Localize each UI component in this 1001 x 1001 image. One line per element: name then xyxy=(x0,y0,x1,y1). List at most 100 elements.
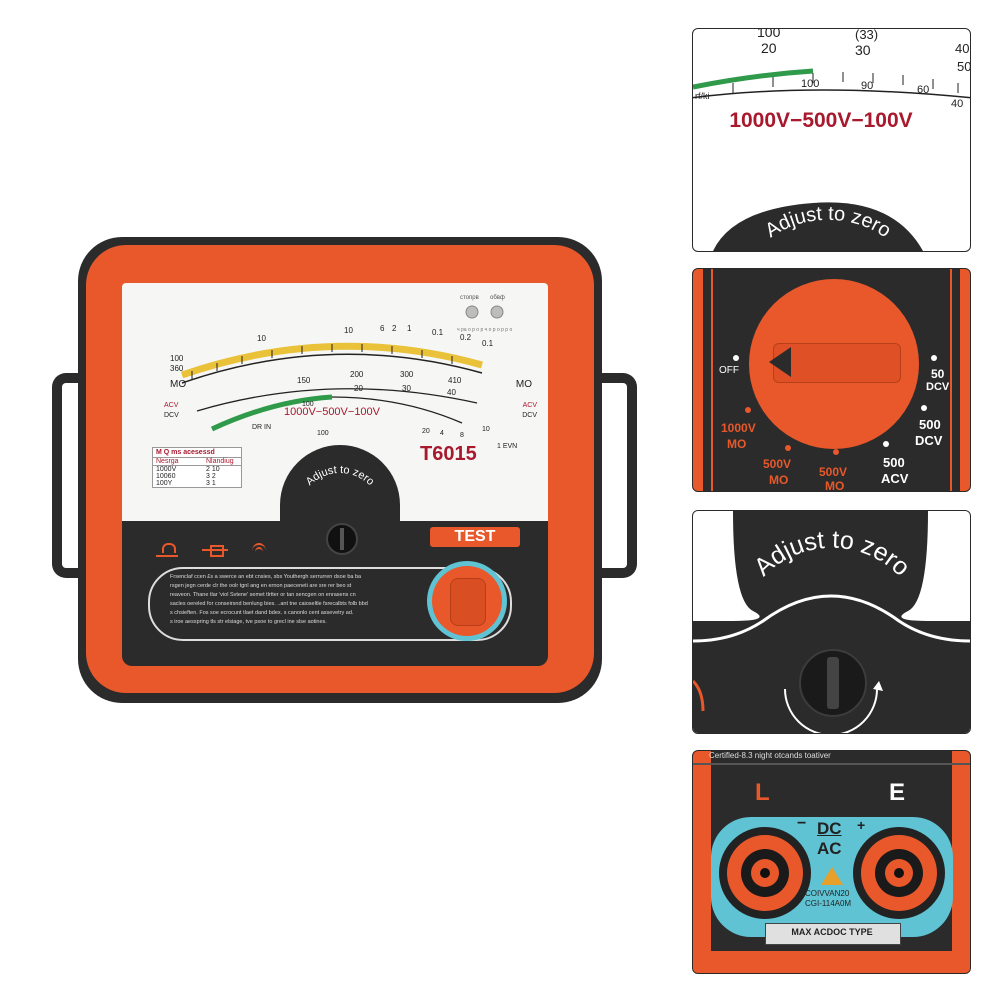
top-tick-3: 6 xyxy=(380,324,385,333)
indicator-label-1: cтопрв xyxy=(460,295,479,301)
top-tick-2: 10 xyxy=(344,326,353,335)
zoom-num: 40 xyxy=(951,98,963,110)
zoom-num: 60 xyxy=(917,84,929,96)
terminal-cert1: COIVVAN20 xyxy=(805,889,850,898)
terminal-cert2: CGI-114A0M xyxy=(805,899,852,908)
inner-tick-5: 8 xyxy=(460,432,464,439)
terminal-minus: − xyxy=(797,815,807,832)
instruction-line: s chsieften. Fos soe ecrocunt tlaet dand… xyxy=(170,610,354,616)
scale-right-unit: MO xyxy=(516,379,532,390)
top-tick-7: 0.2 xyxy=(460,333,472,342)
dial-1000-mo-unit: MO xyxy=(727,437,747,451)
mid-tick-1: 150 xyxy=(297,376,311,385)
spec-cell: 1000V xyxy=(156,466,177,473)
zoom-adjust-panel: Adjust to zero xyxy=(692,510,971,734)
dial-500-acv-unit: ACV xyxy=(881,471,909,486)
spec-header-2: Nlandiug xyxy=(206,458,234,465)
indicator-label-2: обвф xyxy=(490,295,505,301)
terminal-e-socket[interactable] xyxy=(853,827,945,919)
spec-cell: 10060 xyxy=(156,473,176,480)
zoom-num: 50 xyxy=(957,59,970,74)
instructions-panel xyxy=(148,567,512,641)
svg-text:Adjust to zero: Adjust to zero xyxy=(304,464,377,488)
mid-tick-3: 300 xyxy=(400,370,414,379)
left-handle xyxy=(52,373,102,578)
zoom-voltages: 1000V−500V−100V xyxy=(729,109,912,132)
insulation-tester: 10 10 6 2 1 0.1 0.2 0.1 150 200 300 410 … xyxy=(52,235,637,705)
voltage-range: 1000V−500V−100V xyxy=(284,406,381,418)
zoom-num: 40 xyxy=(955,41,969,56)
dial-50-dcv: DCV xyxy=(926,381,950,393)
spec-cell: 2 10 xyxy=(206,466,220,473)
indicator-note: ч ра о р о р ч о р о р р о xyxy=(457,327,512,333)
range-selector-knob[interactable] xyxy=(749,279,919,449)
terminal-l-label: L xyxy=(755,779,770,806)
resistance-icon xyxy=(202,543,228,557)
knob-pointer xyxy=(773,343,901,383)
test-button[interactable] xyxy=(427,561,507,641)
zoom-adjust-knob[interactable] xyxy=(799,649,867,717)
dial-500v-mo-a-unit: MO xyxy=(769,473,789,487)
dial-off: OFF xyxy=(719,365,739,376)
terminal-dc: DC xyxy=(817,819,842,838)
zoom-num: 90 xyxy=(861,80,873,92)
scale-dial: 10 10 6 2 1 0.1 0.2 0.1 150 200 300 410 … xyxy=(164,295,538,450)
test-label xyxy=(430,527,520,547)
zoom-num: (33) xyxy=(855,29,878,42)
dial-500-dcv-unit: DCV xyxy=(915,433,943,448)
mid-tick-7: 40 xyxy=(447,388,456,397)
top-tick-1: 10 xyxy=(257,334,266,343)
signal-icon xyxy=(250,541,268,555)
zoom-dial-panel: OFF 50 DCV 500 DCV 500 ACV 1000V MO 500V… xyxy=(692,268,971,492)
mid-tick-2: 200 xyxy=(350,370,364,379)
spec-cell: 3 2 xyxy=(206,473,216,480)
inner-tick-2: 100 xyxy=(317,430,329,437)
spec-table: M Q ms acesessd Nesrga Nlandiug 1000V 2 1… xyxy=(152,447,242,488)
zoom-num: 100 xyxy=(757,29,781,40)
inner-tick-4: 4 xyxy=(440,430,444,437)
acv-left: ACV xyxy=(164,402,179,409)
type-label: MAX ACDOC TYPE xyxy=(791,927,873,937)
zoom-left-label: rf/ki xyxy=(695,91,710,101)
zero-adjust-knob[interactable] xyxy=(326,523,358,555)
dial-500v-mo-b: 500V xyxy=(819,465,848,479)
dcv-right: DCV xyxy=(522,412,537,419)
corner-left: DR IN xyxy=(252,424,271,431)
terminal-plus: + xyxy=(857,817,866,833)
zoom-terminals-panel: Certifled-8.3 night otcands toativer L E… xyxy=(692,750,971,974)
insulation-icon xyxy=(156,543,178,557)
dcv-left: DCV xyxy=(164,412,179,419)
mid-tick-5: 20 xyxy=(354,384,363,393)
mid-tick-6: 30 xyxy=(402,384,411,393)
terminal-l-socket[interactable] xyxy=(719,827,811,919)
zoom-num: 20 xyxy=(761,40,777,56)
top-tick-5: 1 xyxy=(407,324,412,333)
inner-tick-1: 100 xyxy=(302,401,314,408)
top-tick-4: 2 xyxy=(392,324,397,333)
scale-left-unit: MO xyxy=(170,379,186,390)
zoom-num: 100 xyxy=(801,78,819,90)
acv-right: ACV xyxy=(523,402,538,409)
spec-table-title: M Q ms acesessd xyxy=(153,448,241,458)
zoom-num: 30 xyxy=(855,42,871,58)
instructions-text: Frsenclaf ccen £s a swerce an ebt cnsies… xyxy=(170,573,470,627)
test-label-text: TEST xyxy=(454,528,496,545)
dial-500-dcv: 500 xyxy=(919,417,941,432)
dial-1000-mo: 1000V xyxy=(721,421,756,435)
warning-icon xyxy=(821,867,843,885)
right-handle xyxy=(587,373,637,578)
adjust-arc-text: Adjust to zero xyxy=(304,464,377,488)
zoom-scale-panel: 100 20 (33) 30 40 50 100 90 60 40 rf/ki … xyxy=(692,28,971,252)
dial-500v-mo-b-unit: MO xyxy=(825,479,845,492)
mid-tick-4: 410 xyxy=(448,376,462,385)
scale-left-top: 100 xyxy=(170,354,184,363)
top-tick-8: 0.1 xyxy=(482,339,494,348)
adjust-hump xyxy=(280,445,400,535)
terminal-ac: AC xyxy=(817,839,842,858)
instruction-line: rsgen jegn cerde clr the oolr tgnl ang e… xyxy=(170,583,352,589)
dial-500-acv: 500 xyxy=(883,455,905,470)
instruction-line: sacles oereled for conseirsnd benlung bi… xyxy=(170,601,368,607)
type-label-box xyxy=(765,923,901,945)
instruction-line: Frsenclaf ccen £s a swerce an ebt cnsies… xyxy=(170,574,362,580)
spec-header-1: Nesrga xyxy=(156,458,179,465)
